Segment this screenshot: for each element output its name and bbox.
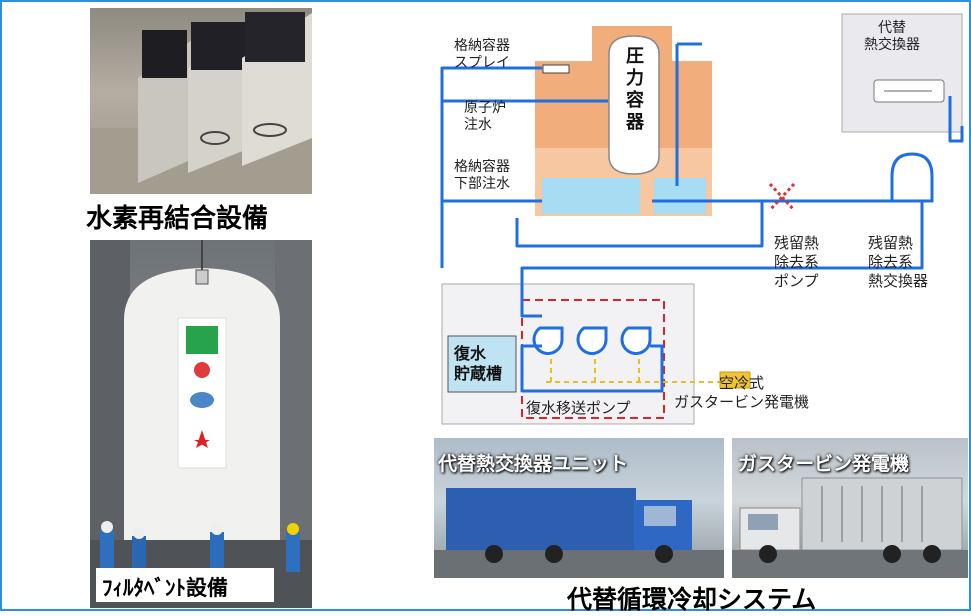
rhr-pump-disabled — [768, 182, 796, 212]
condensate-tank-label: 復水 貯蔵槽 — [454, 344, 503, 383]
rhr-pump-label: 残留熱 除去系 ポンプ — [774, 234, 820, 290]
condensate-tank — [447, 335, 517, 393]
gas-turbine-icon — [719, 371, 751, 389]
reactor-injection-label: 原子炉 注水 — [464, 100, 506, 133]
system-title: 代替循環冷却システム — [567, 585, 817, 614]
gas-turbine-diagram-label: 空冷式 ガスタービン発電機 — [674, 374, 810, 411]
cooling-system-diagram — [440, 13, 964, 425]
suppression-pool — [654, 178, 706, 214]
gas-turbine-photo-label: ガスタービン発電機 — [738, 453, 910, 475]
transfer-pump-label: 復水移送ポンプ — [526, 399, 631, 417]
spray-label: 格納容器 スプレイ — [454, 38, 510, 71]
gas-turbine-photo — [732, 438, 968, 578]
lower-water-pool — [542, 178, 640, 214]
filter-vent-caption-box — [96, 568, 274, 602]
lower-injection-label: 格納容器 下部注水 — [454, 159, 510, 192]
pressure-vessel-label: 圧 力 容 器 — [626, 46, 644, 133]
alt-hx-box — [841, 13, 963, 133]
alt-hx-label: 代替 熱交換器 — [864, 20, 920, 53]
rhr-heat-exchanger — [890, 152, 934, 203]
filter-vent-photo — [90, 240, 312, 608]
filter-vent-caption: ﾌｨﾙﾀﾍﾞﾝﾄ設備 — [102, 576, 228, 600]
rhr-hx-label: 残留熱 除去系 熱交換器 — [868, 234, 929, 290]
hx-unit-label: 代替熱交換器ユニット — [438, 453, 629, 475]
hx-unit-photo — [434, 438, 724, 578]
hydrogen-recombiner-photo — [90, 8, 312, 194]
hydrogen-recombiner-caption: 水素再結合設備 — [86, 204, 269, 234]
pressure-vessel — [608, 35, 660, 175]
power-lines — [542, 356, 722, 383]
